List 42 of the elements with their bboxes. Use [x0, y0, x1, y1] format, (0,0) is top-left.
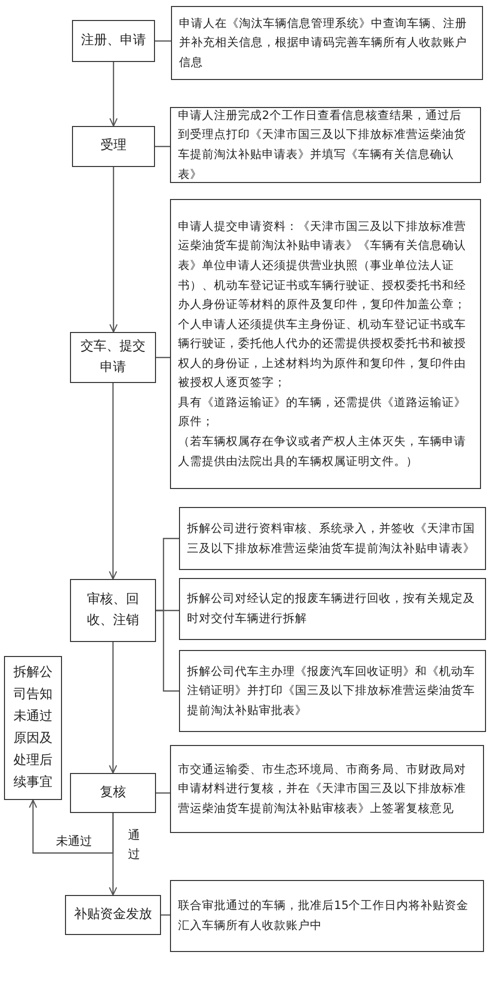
step-text: 受理 — [100, 137, 126, 156]
process-box — [70, 579, 156, 642]
description-text: （若车辆权属存在争议或者产权人主体灭失，车辆申请人需提供由法院出具的车辆权属证明文件。） — [178, 432, 467, 470]
connector-line — [156, 610, 179, 692]
description-box — [179, 578, 486, 640]
step-text: 审核、回收、注销 — [86, 590, 140, 630]
description-text: 个人申请人还须提供车主身份证、机动车登记证书或车辆行驶证，委托他人代办的还需提供授权委托书和被授权人的身份证，上述材料均为原件和复印件，复印件由被授权人逐页签字； — [178, 316, 467, 392]
note-text: 拆解公司告知未通过原因及处理后续事宜 — [12, 664, 54, 792]
process-box — [70, 773, 156, 813]
description-box — [170, 880, 484, 952]
arrow — [108, 642, 118, 774]
step-text: 复核 — [100, 784, 126, 802]
description-box — [170, 199, 481, 489]
step-text: 注册、申请 — [81, 32, 146, 50]
description-text: 申请人注册完成2个工作日查看信息核查结果，通过后到受理点打印《天津市国三及以下排放标准营运柴油货车提前淘汰补贴申请表》并填写《车辆有关信息确认表》 — [178, 106, 467, 183]
description-text: 市交通运输委、市生态环境局、市商务局、市财政局对申请材料进行复核，并在《天津市国三及以下排放标准营运柴油货车提前淘汰补贴审核表》上签署复核意见 — [178, 760, 467, 817]
connector-line — [155, 40, 171, 42]
description-text: 申请人在《淘汰车辆信息管理系统》中查询车辆、注册并补充相关信息，根据申请码完善车辆所有人收款账户信息 — [179, 14, 468, 71]
process-box — [65, 895, 161, 935]
connector-line — [156, 792, 170, 794]
description-box — [171, 6, 483, 80]
description-text: 拆解公司进行资料审核、系统录入，并签收《天津市国三及以下排放标准营运柴油货车提前淘汰补贴申请表》 — [187, 520, 476, 556]
description-text: 拆解公司代车主办理《报废汽车回收证明》和《机动车注销证明》并打印《国三及以下排放标准营运柴油货车提前淘汰补贴审批表》 — [187, 662, 476, 719]
description-box — [170, 745, 484, 833]
step-text: 补贴资金发放 — [74, 906, 152, 924]
description-text: 具有《道路运输证》的车辆，还需提供《道路运输证》原件； — [178, 394, 467, 430]
arrow — [109, 62, 118, 127]
connector-line — [155, 146, 170, 148]
arrow — [108, 383, 118, 580]
note-box — [4, 656, 62, 800]
process-box — [70, 332, 156, 383]
arrow — [28, 799, 114, 854]
description-text: 申请人提交申请资料：《天津市国三及以下排放标准营运柴油货车提前淘汰补贴申请表》《车辆有关信息确认表》单位申请人还须提供营业执照（事业单位法人证书）、机动车登记证书或车辆行驶证、授权委托书和经办人身份证等材料的原件及复印件，复印件加盖公章； — [178, 218, 467, 314]
description-text: 联合审批通过的车辆，批准后15个工作日内将补贴资金汇入车辆所有人收款账户中 — [178, 897, 470, 934]
connector-line — [156, 356, 170, 358]
description-box — [179, 650, 486, 732]
process-box — [72, 20, 155, 62]
description-text: 拆解公司对经认定的报废车辆进行回收，按有关规定及时对交付车辆进行拆解 — [187, 590, 476, 627]
process-box — [72, 126, 155, 167]
description-box — [179, 507, 486, 570]
arrow — [109, 167, 118, 333]
step-text: 交车、提交申请 — [80, 338, 146, 376]
